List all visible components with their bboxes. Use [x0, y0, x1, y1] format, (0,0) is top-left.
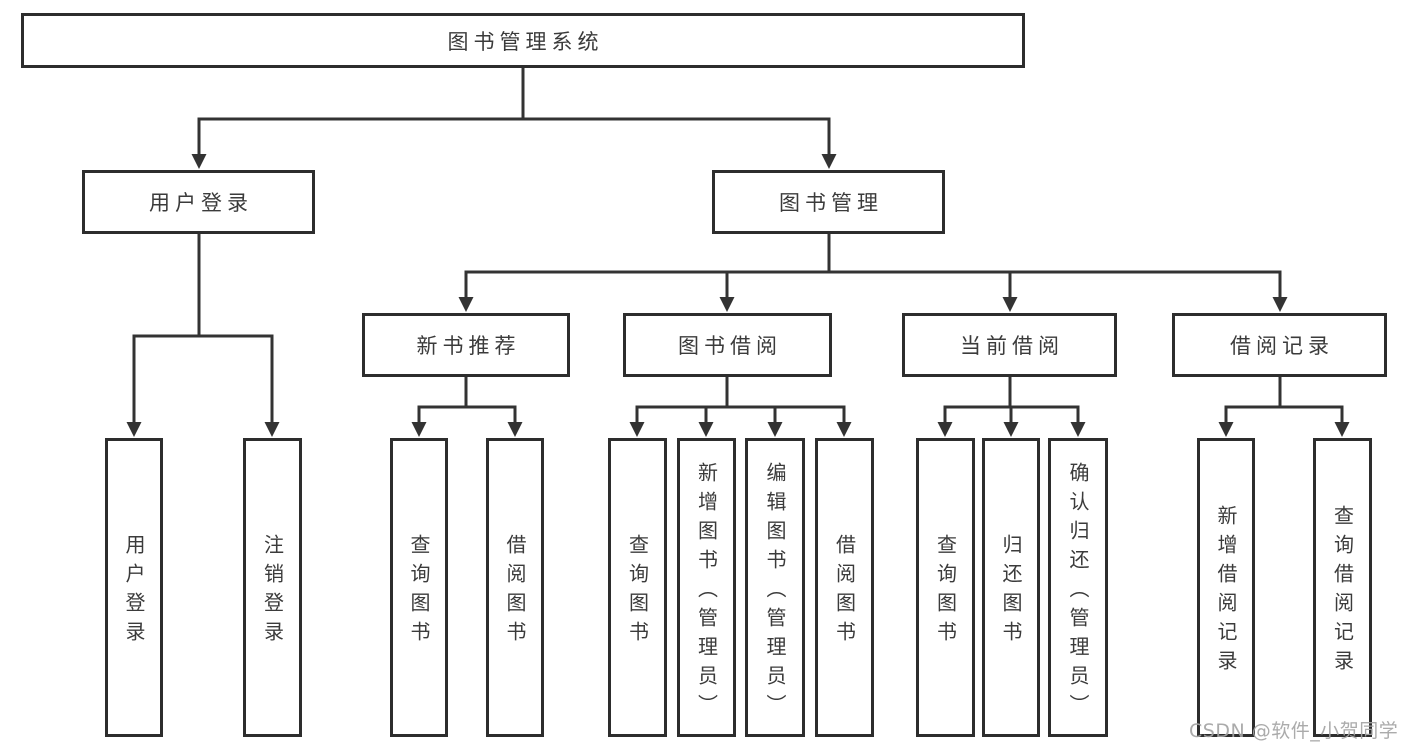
leaf-edit-book-admin: 编辑图书（管理员） — [745, 438, 805, 737]
leaf-user-login: 用户登录 — [105, 438, 163, 737]
node-book-management: 图书管理 — [712, 170, 945, 234]
leaf-query-books-borrowing: 查询图书 — [608, 438, 667, 737]
leaf-borrow-books-recommend: 借阅图书 — [486, 438, 544, 737]
leaf-query-borrow-record: 查询借阅记录 — [1313, 438, 1372, 737]
leaf-confirm-return-admin: 确认归还（管理员） — [1048, 438, 1108, 737]
node-current-borrowing: 当前借阅 — [902, 313, 1117, 377]
leaf-return-books: 归还图书 — [982, 438, 1040, 737]
node-new-book-recommend: 新书推荐 — [362, 313, 570, 377]
leaf-query-books-recommend: 查询图书 — [390, 438, 448, 737]
node-library-management-system: 图书管理系统 — [21, 13, 1025, 68]
leaf-query-books-current: 查询图书 — [916, 438, 975, 737]
leaf-logout: 注销登录 — [243, 438, 302, 737]
leaf-add-book-admin: 新增图书（管理员） — [677, 438, 736, 737]
leaf-borrow-books-borrowing: 借阅图书 — [815, 438, 874, 737]
leaf-add-borrow-record: 新增借阅记录 — [1197, 438, 1255, 737]
node-user-login: 用户登录 — [82, 170, 315, 234]
node-borrowing-records: 借阅记录 — [1172, 313, 1387, 377]
csdn-watermark: CSDN @软件_小贺同学 — [1189, 720, 1399, 742]
node-book-borrowing: 图书借阅 — [623, 313, 832, 377]
